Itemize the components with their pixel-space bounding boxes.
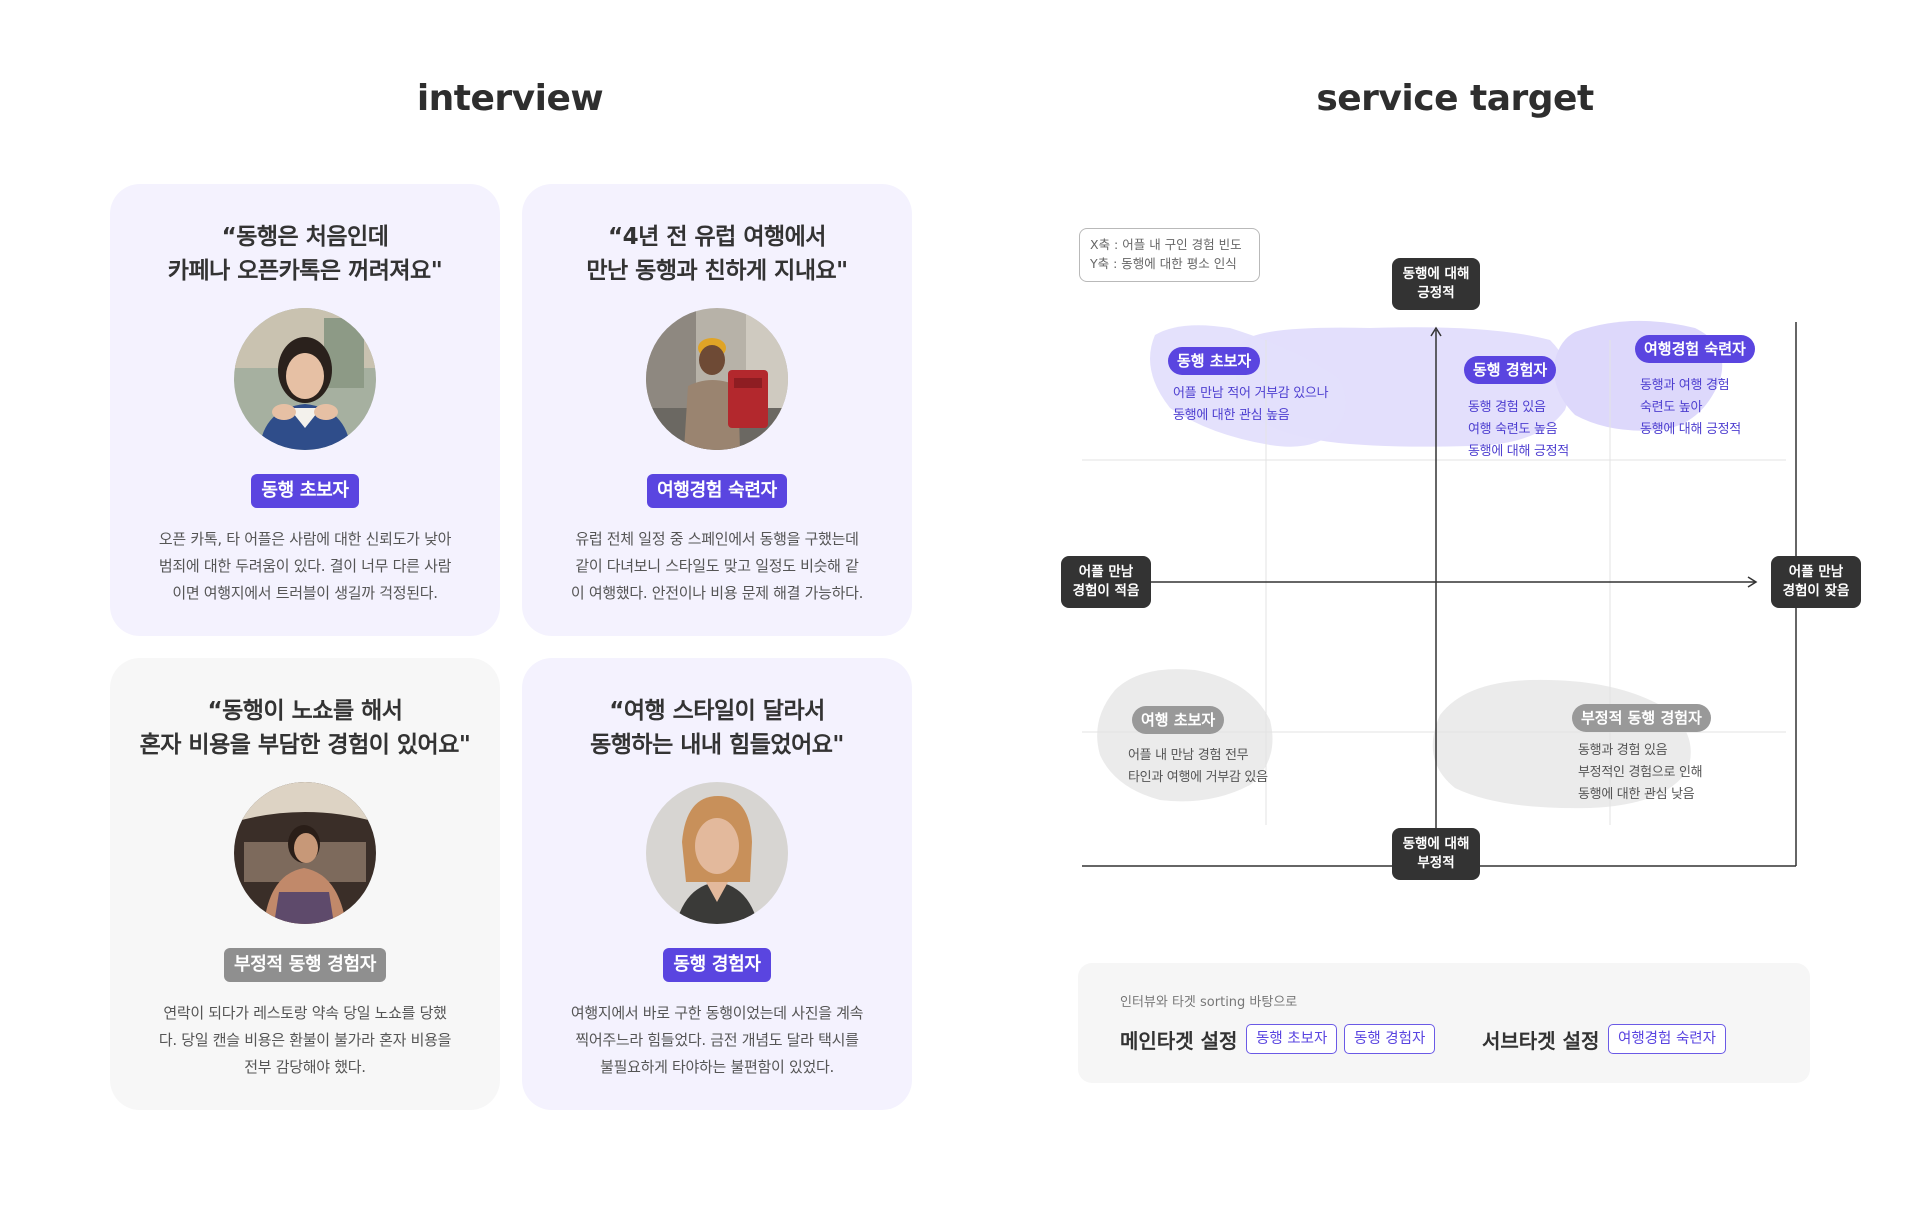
axis-top-label: 동행에 대해 긍정적 (1392, 258, 1480, 310)
persona-badge: 여행경험 숙련자 (647, 474, 787, 508)
group-label-negative: 부정적 동행 경험자 (1572, 704, 1711, 732)
service-target-title: service target (1316, 78, 1594, 119)
interviewee-photo (234, 308, 376, 450)
group-desc-experienced: 동행 경험 있음 여행 숙련도 높음 동행에 대해 긍정적 (1468, 400, 1569, 459)
interview-card-3: “동행이 노쇼를 해서 혼자 비용을 부담한 경험이 있어요" 부정적 동행 경… (110, 658, 500, 1110)
group-desc-travel-beginner: 어플 내 만남 경험 전무 타인과 여행에 거부감 있음 (1128, 748, 1268, 785)
blob-travel-beginner (1097, 669, 1273, 802)
axis-legend: X축 : 어플 내 구인 경험 빈도 Y축 : 동행에 대한 평소 인식 (1079, 228, 1260, 282)
group-desc-expert: 동행과 여행 경험 숙련도 높아 동행에 대해 긍정적 (1640, 378, 1741, 437)
interview-quote: “여행 스타일이 달라서 동행하는 내내 힘들었어요" (590, 698, 844, 758)
group-desc-beginner: 어플 만남 적어 거부감 있으나 동행에 대한 관심 높음 (1173, 386, 1329, 423)
interview-description: 유럽 전체 일정 중 스페인에서 동행을 구했는데 같이 다녀보니 스타일도 맞… (570, 530, 864, 602)
interview-description: 여행지에서 바로 구한 동행이었는데 사진을 계속 찍어주느라 힘들었다. 금전… (570, 1004, 864, 1076)
interviewee-photo (646, 782, 788, 924)
interview-quote: “4년 전 유럽 여행에서 만난 동행과 친하게 지내요" (586, 224, 848, 284)
sub-target-label: 서브타겟 설정 (1482, 1029, 1600, 1053)
interview-quote: “동행이 노쇼를 해서 혼자 비용을 부담한 경험이 있어요" (139, 698, 471, 758)
axis-left-label: 어플 만남 경험이 적음 (1061, 556, 1151, 608)
interview-card-2: “4년 전 유럽 여행에서 만난 동행과 친하게 지내요" 여행경험 숙련자 유… (522, 184, 912, 636)
interview-card-4: “여행 스타일이 달라서 동행하는 내내 힘들었어요" 동행 경험자 여행지에서… (522, 658, 912, 1110)
group-desc-negative: 동행과 경험 있음 부정적인 경험으로 인해 동행에 대한 관심 낮음 (1578, 743, 1703, 802)
interview-description: 오픈 카톡, 타 어플은 사람에 대한 신뢰도가 낮아 범죄에 대한 두려움이 … (158, 530, 452, 602)
group-label-experienced: 동행 경험자 (1464, 356, 1557, 384)
y-axis-legend: Y축 : 동행에 대한 평소 인식 (1090, 256, 1237, 271)
interview-description: 연락이 되다가 레스토랑 약속 당일 노쇼를 당했 다. 당일 캔슬 비용은 환… (158, 1004, 452, 1076)
main-target-label: 메인타겟 설정 (1120, 1029, 1238, 1053)
interview-title: interview (416, 78, 604, 119)
interviewee-photo (234, 782, 376, 924)
axis-right-label: 어플 만남 경험이 잦음 (1771, 556, 1861, 608)
axis-bottom-label: 동행에 대해 부정적 (1392, 828, 1480, 880)
group-label-travel-beginner: 여행 초보자 (1132, 706, 1225, 734)
x-axis-legend: X축 : 어플 내 구인 경험 빈도 (1090, 237, 1242, 252)
interviewee-photo (646, 308, 788, 450)
persona-badge: 동행 경험자 (663, 948, 771, 982)
persona-badge: 부정적 동행 경험자 (223, 948, 386, 982)
interview-quote: “동행은 처음인데 카페나 오픈카톡은 꺼려져요" (167, 224, 443, 284)
main-target-chip: 동행 초보자 (1246, 1024, 1338, 1054)
persona-badge: 동행 초보자 (251, 474, 359, 508)
sub-target-chip: 여행경험 숙련자 (1608, 1024, 1726, 1054)
interview-card-1: “동행은 처음인데 카페나 오픈카톡은 꺼려져요" 동행 초보자 오픈 카톡, … (110, 184, 500, 636)
group-label-beginner: 동행 초보자 (1168, 347, 1261, 375)
positioning-matrix (1082, 320, 1797, 867)
main-target-chip: 동행 경험자 (1344, 1024, 1436, 1054)
target-setting-panel: 인터뷰와 타겟 sorting 바탕으로 메인타겟 설정 동행 초보자 동행 경… (1078, 963, 1810, 1083)
group-label-expert: 여행경험 숙련자 (1635, 335, 1755, 363)
target-setting-caption: 인터뷰와 타겟 sorting 바탕으로 (1120, 995, 1298, 1010)
